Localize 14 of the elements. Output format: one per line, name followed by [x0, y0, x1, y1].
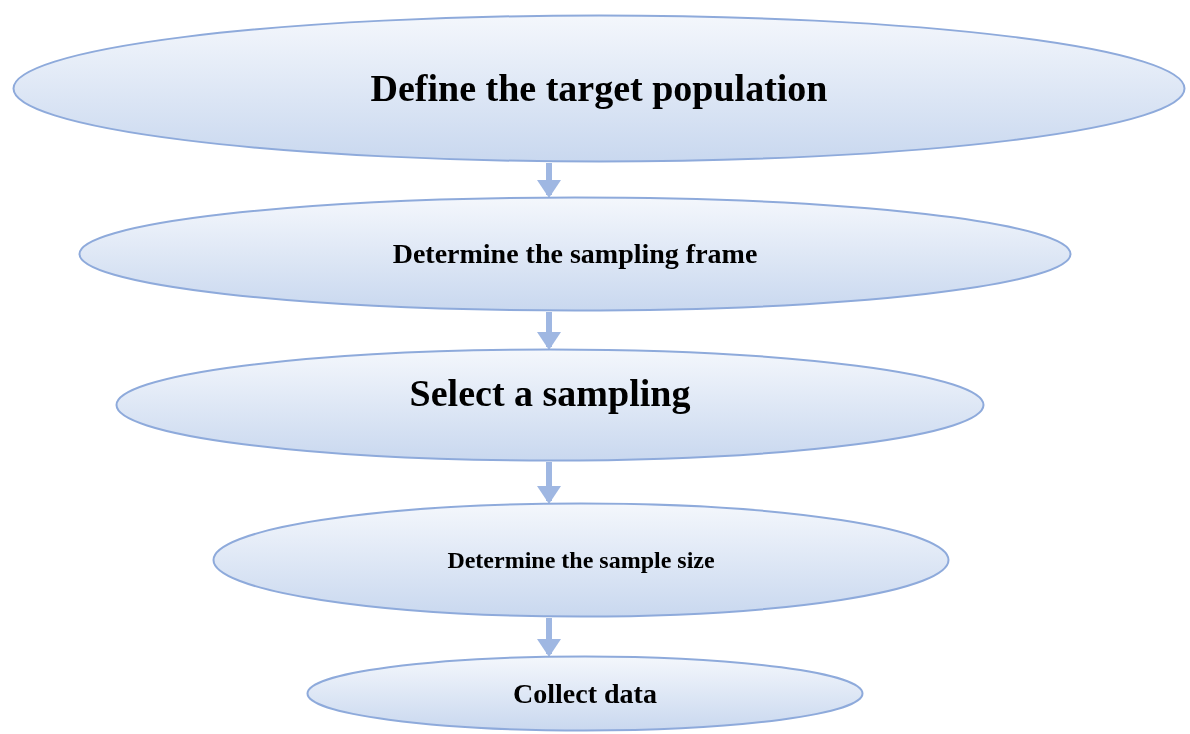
arrow: [537, 462, 561, 504]
ellipse-node: [212, 502, 950, 618]
ellipse-node: [306, 655, 864, 732]
ellipse-node: [115, 348, 985, 462]
ellipse-node: [78, 196, 1072, 312]
node-label: Determine the sampling frame: [392, 237, 758, 271]
node-label: Define the target population: [370, 66, 828, 111]
arrow: [537, 618, 561, 657]
arrow: [537, 163, 561, 198]
node-label: Determine the sample size: [447, 546, 715, 575]
node-label: Collect data: [513, 676, 657, 711]
node-label: Select a sampling: [409, 370, 691, 416]
arrow: [537, 312, 561, 350]
ellipse-node: [12, 14, 1186, 163]
